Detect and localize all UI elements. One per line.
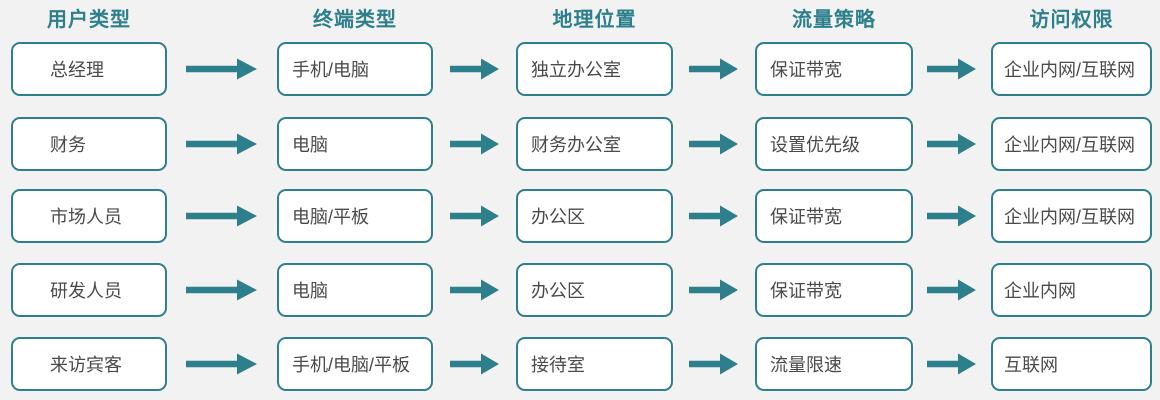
flow-row: 来访宾客 手机/电脑/平板 接待室 流量限速 互联网	[0, 337, 1160, 391]
arrow-right-icon	[689, 205, 738, 227]
flow-box: 企业内网	[991, 263, 1152, 317]
arrow-right-icon	[927, 353, 976, 375]
flow-box: 企业内网/互联网	[991, 42, 1152, 96]
flow-box: 财务	[11, 117, 167, 171]
arrow-right-icon	[450, 133, 499, 155]
column-header-access-rights: 访问权限	[1029, 9, 1114, 31]
arrow-right-icon	[927, 279, 976, 301]
flow-box: 互联网	[991, 337, 1152, 391]
arrow-right-icon	[689, 58, 738, 80]
flow-box: 来访宾客	[11, 337, 167, 391]
flow-box: 保证带宽	[755, 263, 913, 317]
flow-box: 电脑/平板	[277, 189, 433, 243]
column-header-user-type: 用户类型	[47, 9, 131, 31]
arrow-right-icon	[689, 353, 738, 375]
flow-box: 财务办公室	[516, 117, 673, 171]
arrow-right-icon	[689, 133, 738, 155]
flow-box: 保证带宽	[755, 189, 913, 243]
flow-box: 电脑	[277, 117, 433, 171]
flow-box: 保证带宽	[755, 42, 913, 96]
column-header-terminal-type: 终端类型	[313, 9, 397, 31]
arrow-right-icon	[186, 279, 257, 301]
arrow-right-icon	[186, 133, 257, 155]
column-header-traffic-policy: 流量策略	[792, 9, 876, 31]
flow-box: 企业内网/互联网	[991, 189, 1152, 243]
flow-box: 流量限速	[755, 337, 913, 391]
flow-box: 独立办公室	[516, 42, 673, 96]
arrow-right-icon	[450, 353, 499, 375]
arrow-right-icon	[927, 205, 976, 227]
column-header-location: 地理位置	[552, 9, 637, 31]
flow-row: 总经理 手机/电脑 独立办公室 保证带宽 企业内网/互联网	[0, 42, 1160, 96]
arrow-right-icon	[927, 133, 976, 155]
arrow-right-icon	[450, 205, 499, 227]
arrow-right-icon	[450, 58, 499, 80]
arrow-right-icon	[186, 205, 257, 227]
flow-box: 办公区	[516, 263, 673, 317]
flow-box: 总经理	[11, 42, 167, 96]
flow-box: 设置优先级	[755, 117, 913, 171]
arrow-right-icon	[927, 58, 976, 80]
flow-row: 市场人员 电脑/平板 办公区 保证带宽 企业内网/互联网	[0, 189, 1160, 243]
arrow-right-icon	[689, 279, 738, 301]
arrow-right-icon	[450, 279, 499, 301]
flow-box: 研发人员	[11, 263, 167, 317]
flow-box: 手机/电脑/平板	[277, 337, 433, 391]
flow-row: 研发人员 电脑 办公区 保证带宽 企业内网	[0, 263, 1160, 317]
flow-box: 市场人员	[11, 189, 167, 243]
flow-row: 财务 电脑 财务办公室 设置优先级 企业内网/互联网	[0, 117, 1160, 171]
flow-box: 手机/电脑	[277, 42, 433, 96]
flow-box: 电脑	[277, 263, 433, 317]
flow-box: 办公区	[516, 189, 673, 243]
arrow-right-icon	[186, 353, 257, 375]
flow-box: 企业内网/互联网	[991, 117, 1152, 171]
arrow-right-icon	[186, 58, 257, 80]
flow-box: 接待室	[516, 337, 673, 391]
